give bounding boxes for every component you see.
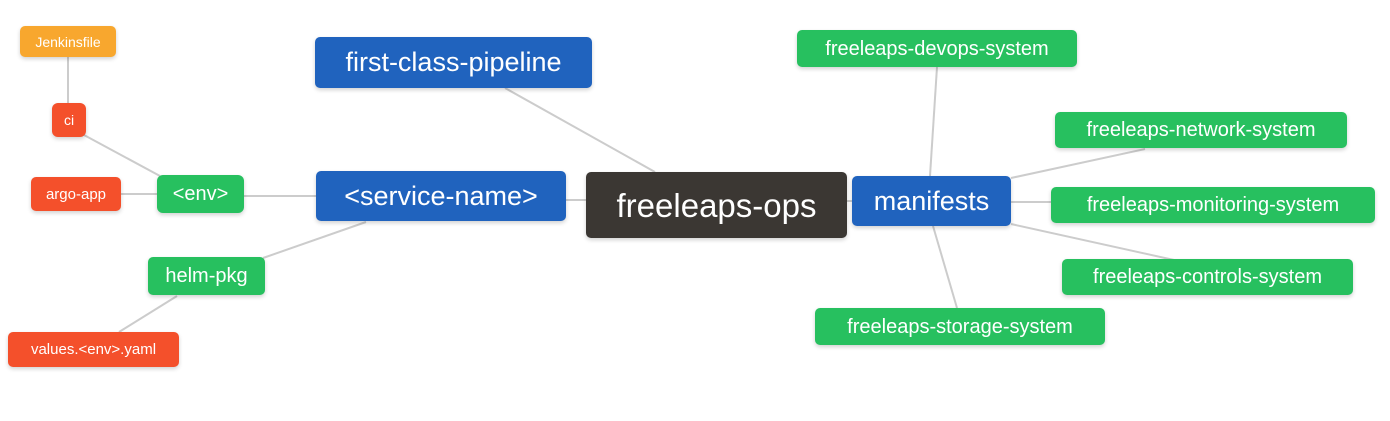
node-manifests[interactable]: manifests [852, 176, 1011, 226]
edge-manifests-network [1010, 148, 1146, 179]
node-jenkinsfile[interactable]: Jenkinsfile [20, 26, 116, 57]
node-service-name[interactable]: <service-name> [316, 171, 566, 221]
node-ci[interactable]: ci [52, 103, 86, 137]
node-first-class-pipeline[interactable]: first-class-pipeline [315, 37, 592, 88]
edge-manifests-storage [932, 225, 958, 309]
node-freeleaps-monitoring-system[interactable]: freeleaps-monitoring-system [1051, 187, 1375, 223]
edge-values-yaml-helm-pkg [118, 295, 178, 333]
edge-helm-pkg-service-name [262, 221, 367, 259]
node-argo-app[interactable]: argo-app [31, 177, 121, 211]
node-freeleaps-ops[interactable]: freeleaps-ops [586, 172, 847, 238]
node-freeleaps-controls-system[interactable]: freeleaps-controls-system [1062, 259, 1353, 295]
edge-manifests-devops [929, 66, 938, 177]
edge-group [67, 57, 1175, 333]
node-freeleaps-storage-system[interactable]: freeleaps-storage-system [815, 308, 1105, 345]
node-values-env-yaml[interactable]: values.<env>.yaml [8, 332, 179, 367]
node-helm-pkg[interactable]: helm-pkg [148, 257, 265, 295]
edge-ci-env [83, 134, 161, 177]
node-freeleaps-network-system[interactable]: freeleaps-network-system [1055, 112, 1347, 148]
node-freeleaps-devops-system[interactable]: freeleaps-devops-system [797, 30, 1077, 67]
edge-pipeline-root [504, 87, 656, 173]
node-env[interactable]: <env> [157, 175, 244, 213]
edge-manifests-controls [1010, 223, 1175, 261]
